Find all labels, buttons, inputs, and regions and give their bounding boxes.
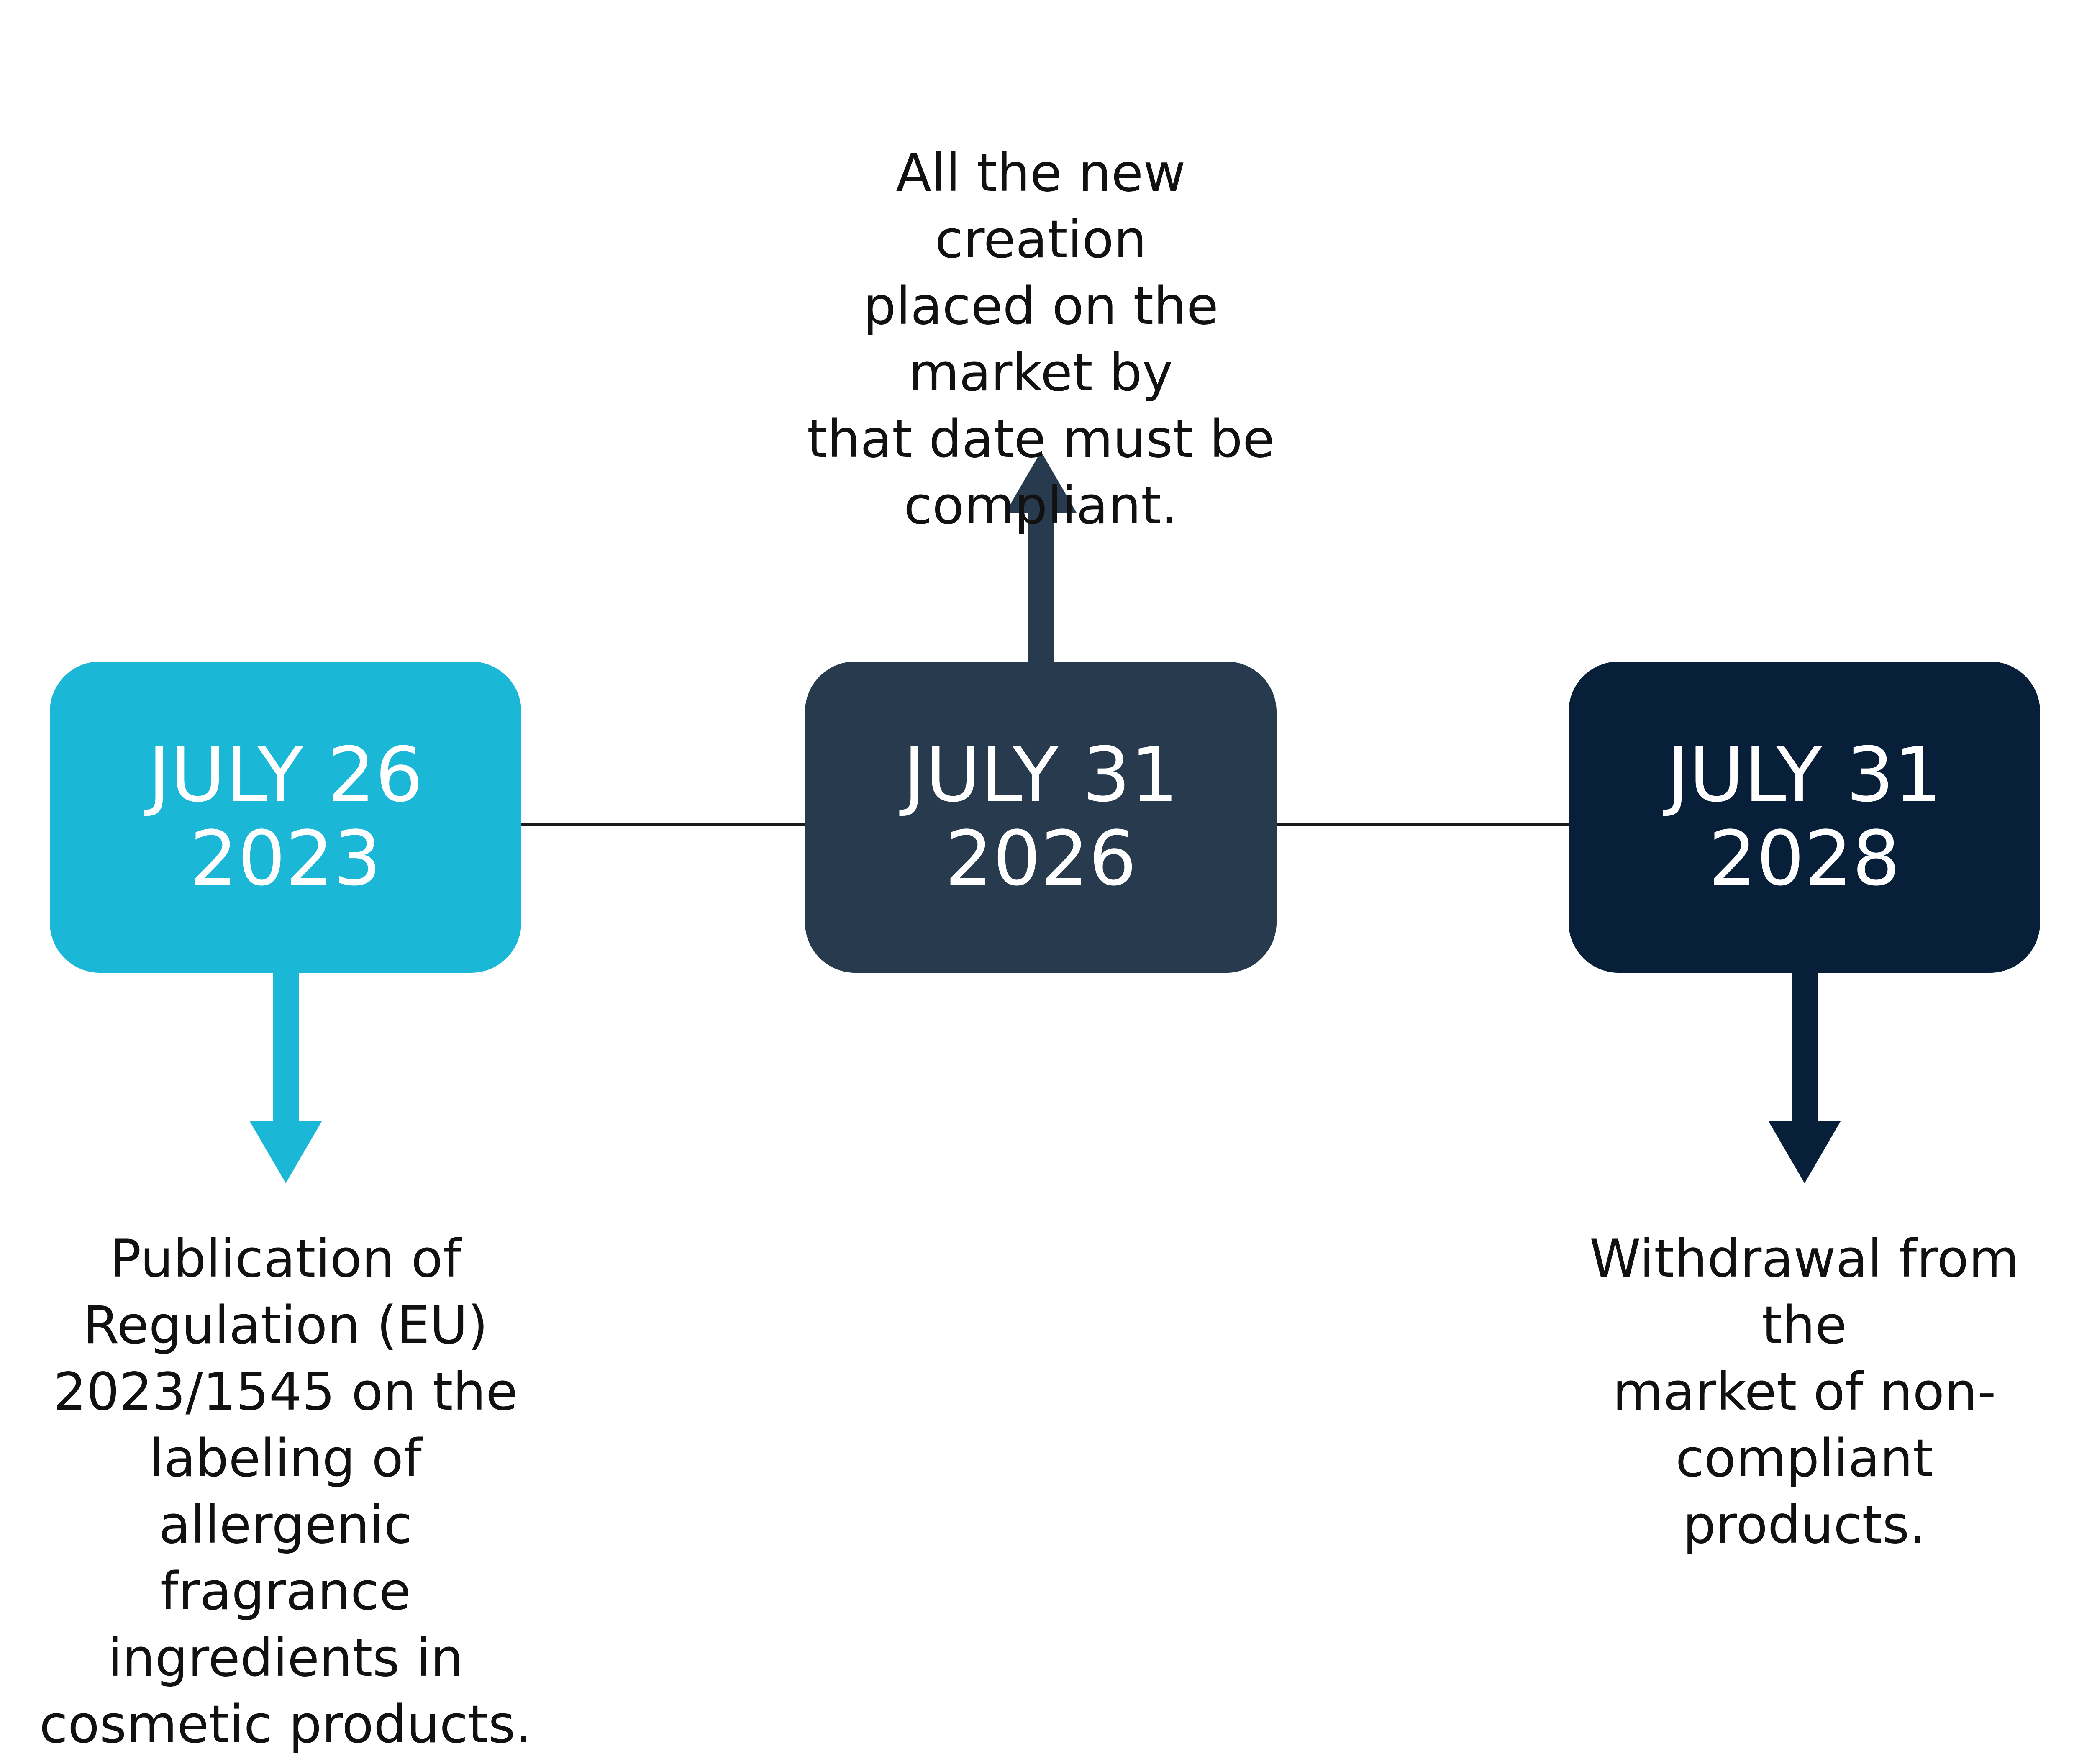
timeline-connector-2 (1272, 823, 1573, 826)
milestone-description-2023: Publication of Regulation (EU) 2023/1545… (29, 1226, 542, 1758)
description-line: placed on the market by (863, 276, 1219, 403)
milestone-date: JULY 31 (1666, 731, 1942, 819)
description-line: 2023/1545 on the (53, 1362, 518, 1422)
description-line: Withdrawal from the (1589, 1229, 2020, 1356)
milestone-column-2028: JULY 31 2028 Withdrawal from the market … (1548, 0, 2061, 1764)
milestone-year: 2026 (945, 815, 1137, 903)
milestone-description-2026: All the new creation placed on the marke… (784, 140, 1297, 539)
milestone-date: JULY 26 (148, 731, 423, 819)
milestone-year: 2028 (1708, 815, 1900, 903)
description-line: labeling of allergenic (149, 1428, 422, 1555)
description-line: All the new creation (896, 143, 1186, 270)
description-line: fragrance ingredients in (108, 1561, 464, 1688)
description-line: that date must be (807, 409, 1275, 469)
milestone-column-2023: JULY 26 2023 Publication of Regulation (… (29, 0, 542, 1764)
milestone-column-2026: JULY 31 2026 All the new creation placed… (784, 0, 1297, 1764)
milestone-box-2028: JULY 31 2028 (1569, 662, 2040, 973)
description-line: cosmetic products. (39, 1695, 532, 1755)
milestone-description-2028: Withdrawal from the market of non-compli… (1548, 1226, 2061, 1559)
timeline-connector-1 (519, 823, 810, 826)
milestone-box-2023: JULY 26 2023 (50, 662, 521, 973)
milestone-date: JULY 31 (903, 731, 1179, 819)
description-line: market of non-compliant (1613, 1362, 1996, 1489)
milestone-box-2026: JULY 31 2026 (805, 662, 1277, 973)
description-line: products. (1683, 1495, 1926, 1555)
description-line: compliant. (903, 476, 1178, 536)
milestone-year: 2023 (190, 815, 382, 903)
description-line: Regulation (EU) (83, 1295, 488, 1356)
description-line: Publication of (110, 1229, 461, 1289)
